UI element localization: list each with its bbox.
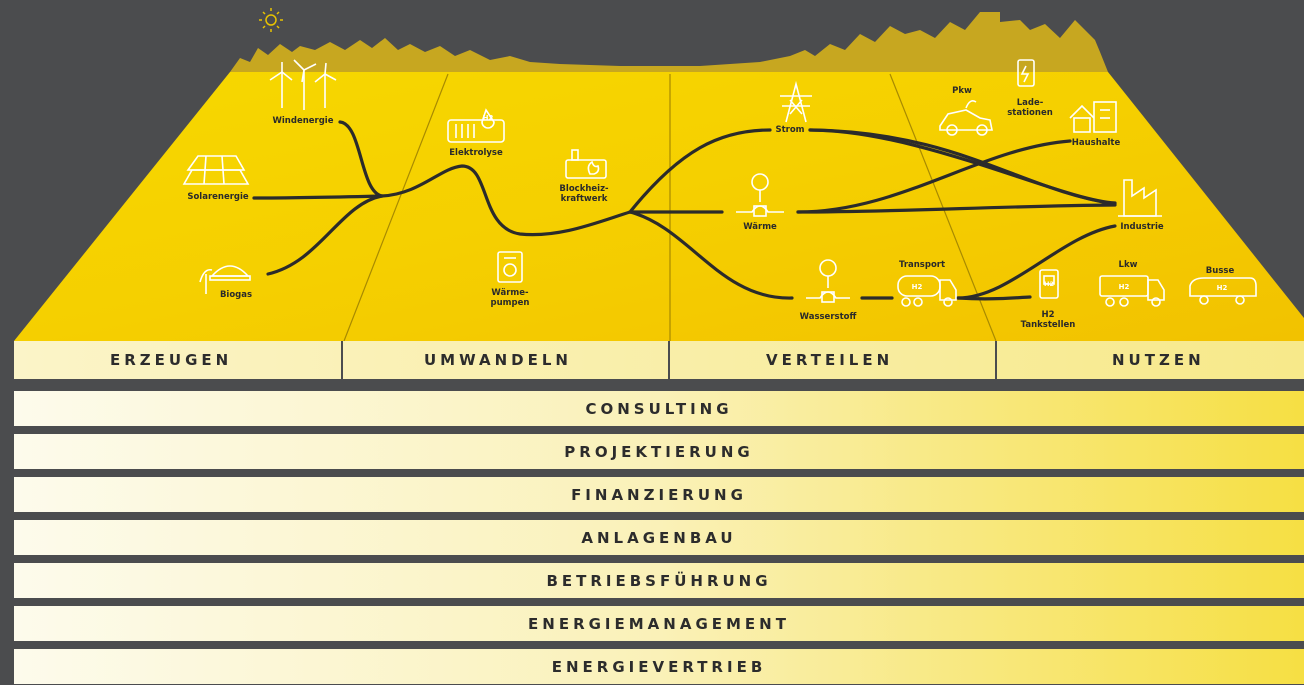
biogas-icon <box>199 265 251 294</box>
electrolyzer-h2-badge: H2 <box>482 114 494 122</box>
node-biogas: Biogas <box>219 290 253 300</box>
stage-divider <box>668 341 670 381</box>
hydrogen-pump-h2-badge: H2 <box>1044 280 1054 288</box>
car-icon <box>939 100 993 136</box>
solar-panel-icon <box>182 155 250 185</box>
service-energievertrieb: ENERGIEVERTRIEB <box>14 649 1304 684</box>
stage-divider <box>995 341 997 381</box>
power-pylon-icon <box>780 80 812 123</box>
chp-plant-icon <box>565 149 607 179</box>
service-energiemanagement: ENERGIEMANAGEMENT <box>14 606 1304 641</box>
stage-verteilen: VERTEILEN <box>766 351 894 369</box>
node-h2-tankstellen: H2 Tankstellen <box>1020 310 1076 330</box>
node-wasserstoff: Wasserstoff <box>799 312 857 322</box>
service-anlagenbau: ANLAGENBAU <box>14 520 1304 555</box>
stage-divider <box>341 341 343 381</box>
house-icon <box>1069 101 1117 133</box>
wind-turbine-icon <box>269 59 337 110</box>
node-industrie: Industrie <box>1120 222 1164 232</box>
node-transport: Transport <box>898 260 946 270</box>
tank-truck-h2-badge: H2 <box>911 283 923 291</box>
service-projektierung: PROJEKTIERUNG <box>14 434 1304 469</box>
truck-h2-badge: H2 <box>1118 283 1130 291</box>
heat-icon <box>736 173 784 217</box>
hydrogen-icon <box>806 259 850 303</box>
sun-icon <box>259 8 283 32</box>
node-pkw: Pkw <box>952 86 972 96</box>
node-waerme: Wärme <box>743 222 777 232</box>
landscape-silhouette <box>230 12 1108 72</box>
truck-icon <box>1099 275 1165 307</box>
node-blockheizkraftwerk: Blockheiz- kraftwerk <box>559 184 609 204</box>
tank-truck-icon <box>897 275 957 307</box>
node-busse: Busse <box>1205 266 1235 276</box>
electrolyzer-icon <box>447 108 505 143</box>
node-solarenergie: Solarenergie <box>187 192 249 202</box>
charging-station-icon <box>1017 59 1035 87</box>
stage-bar <box>14 341 1304 379</box>
node-haushalte: Haushalte <box>1071 138 1121 148</box>
service-finanzierung: FINANZIERUNG <box>14 477 1304 512</box>
node-strom: Strom <box>775 125 805 135</box>
heat-pump-icon <box>497 251 523 283</box>
hydrogen-pump-icon <box>1039 269 1059 299</box>
flow-lines <box>252 120 1117 301</box>
service-consulting: CONSULTING <box>14 391 1304 426</box>
stage-erzeugen: ERZEUGEN <box>110 351 233 369</box>
node-elektrolyse: Elektrolyse <box>449 148 503 158</box>
factory-icon <box>1118 179 1162 217</box>
node-waermepumpen: Wärme- pumpen <box>490 288 530 308</box>
node-lkw: Lkw <box>1118 260 1138 270</box>
stage-nutzen: NUTZEN <box>1112 351 1205 369</box>
node-windenergie: Windenergie <box>272 116 334 126</box>
node-ladestationen: Lade- stationen <box>1007 98 1053 118</box>
bus-icon <box>1189 277 1257 305</box>
bus-h2-badge: H2 <box>1216 284 1228 292</box>
yellow-field <box>14 72 1304 341</box>
service-betriebsfuehrung: BETRIEBSFÜHRUNG <box>14 563 1304 598</box>
stage-umwandeln: UMWANDELN <box>424 351 572 369</box>
